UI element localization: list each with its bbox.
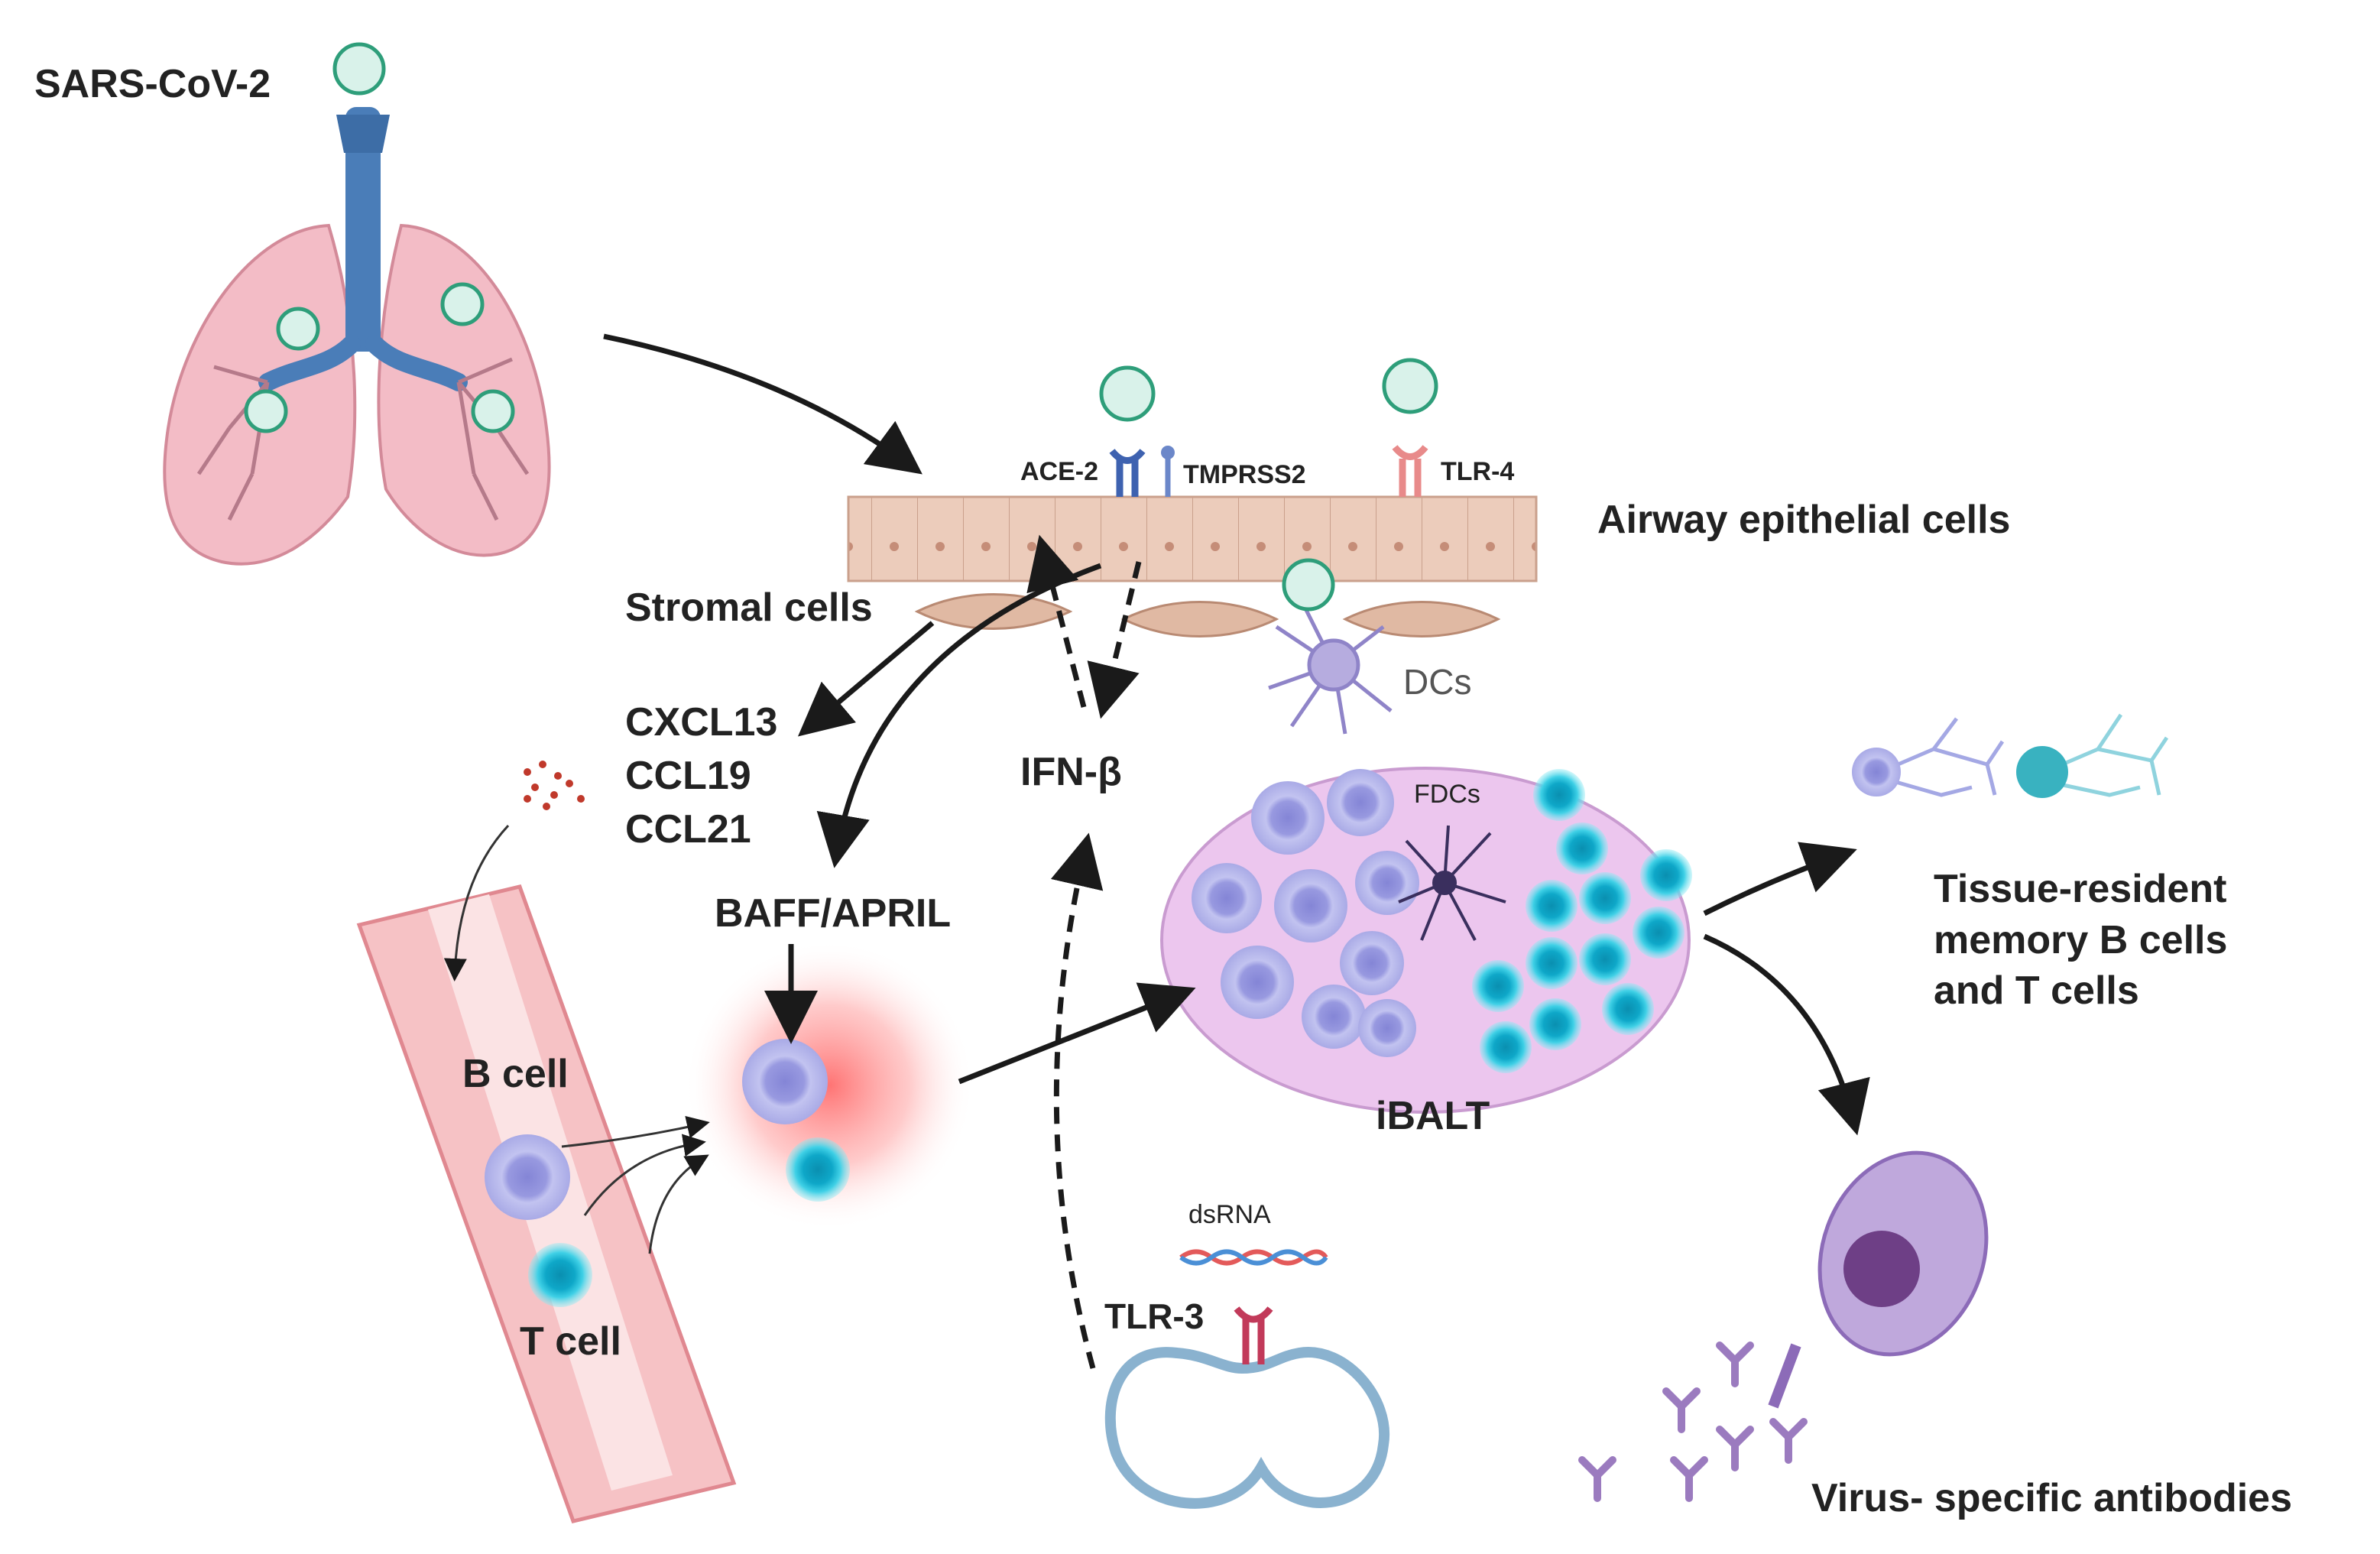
- stromal-cells: [914, 593, 1501, 637]
- b-cell-in-vessel: [485, 1134, 570, 1220]
- ace2-label: ACE-2: [1020, 457, 1099, 486]
- stromal-cell: [1342, 601, 1501, 637]
- chemokine-dots: [524, 761, 585, 810]
- arrow-tlr3-to-ifn: [1050, 832, 1104, 1369]
- memory-b-cell: [1852, 717, 2005, 797]
- arrow-tcell-migration-2: [648, 1154, 709, 1254]
- endosome: [1104, 1249, 1390, 1509]
- arrow-lung-to-epithelium: [603, 333, 922, 475]
- baff-april-label: BAFF/APRIL: [715, 891, 952, 936]
- ccl19-label: CCL19: [625, 754, 751, 798]
- arrow-ibalt-to-plasma: [1703, 933, 1870, 1136]
- virus-particles-lungs: [244, 42, 515, 433]
- t-cell-in-vessel: [528, 1243, 592, 1307]
- dsrna-strand: [1179, 1249, 1328, 1266]
- t-cell-label: T cell: [520, 1319, 621, 1364]
- airway-epithelium: [847, 358, 1538, 582]
- b-cell-label: B cell: [462, 1052, 569, 1096]
- thin-arrows: [443, 824, 710, 1254]
- virus-label: SARS-CoV-2: [34, 62, 271, 106]
- arrow-chemokine-to-vessel: [443, 824, 510, 981]
- arrows: [603, 333, 1870, 1369]
- baff-activation-site: [684, 940, 974, 1231]
- arrow-bcell-migration: [561, 1115, 710, 1148]
- memory-cells: [1852, 713, 2169, 798]
- virus-icon: [332, 42, 386, 96]
- stromal-label: Stromal cells: [625, 586, 873, 630]
- ccl21-label: CCL21: [625, 807, 751, 852]
- stromal-cell: [1120, 601, 1279, 637]
- arrow-epithelium-to-ifn: [1087, 561, 1142, 719]
- airway-label: Airway epithelial cells: [1597, 498, 2011, 542]
- ibalt-b-cells: [1192, 769, 1419, 1057]
- arrow-activation-to-ibalt: [958, 982, 1196, 1085]
- arrow-stromal-to-chemokines: [797, 621, 935, 737]
- tlr4-label: TLR-4: [1441, 457, 1515, 486]
- antibodies: [1578, 1342, 1808, 1502]
- ace2-receptor: [1109, 449, 1146, 497]
- antibodies-label: Virus- specific antibodies: [1811, 1476, 2293, 1520]
- b-cell-activated: [742, 1039, 828, 1124]
- tissue-resident-label: Tissue-resident memory B cells and T cel…: [1934, 867, 2228, 1014]
- virus-icon: [471, 389, 515, 433]
- endosome-membrane: [1104, 1347, 1390, 1509]
- virus-icon: [440, 282, 485, 326]
- ibalt-structure: [1160, 767, 1692, 1114]
- tmprss2-label: TMPRSS2: [1183, 460, 1306, 489]
- lungs-illustration: [163, 107, 551, 566]
- plasma-cell: [1768, 1150, 1989, 1409]
- arrow-tcell-migration-1: [583, 1134, 706, 1216]
- tlr3-label: TLR-3: [1104, 1296, 1205, 1336]
- virus-icon: [1382, 358, 1438, 414]
- t-cell-activated: [786, 1137, 850, 1202]
- fdcs-label: FDCs: [1414, 780, 1480, 809]
- follicular-dendritic-cell: [1398, 825, 1506, 941]
- dsrna-strand-2: [1179, 1249, 1328, 1266]
- stromal-cell: [914, 593, 1073, 630]
- dcs-label: DCs: [1403, 662, 1472, 702]
- blood-vessel: [356, 884, 737, 1523]
- ibalt-label: iBALT: [1376, 1094, 1490, 1138]
- ifnb-label: IFN-β: [1020, 750, 1122, 794]
- cxcl13-label: CXCL13: [625, 700, 778, 745]
- epithelial-cell-layer: [847, 495, 1538, 582]
- arrow-ibalt-to-memory: [1703, 842, 1857, 917]
- dendritic-cell: [1268, 558, 1393, 735]
- dsrna-label: dsRNA: [1188, 1200, 1271, 1229]
- virus-icon: [276, 307, 320, 351]
- trachea: [345, 107, 381, 352]
- bronchi: [258, 335, 468, 391]
- virus-icon: [1282, 558, 1335, 612]
- virus-icon: [1099, 365, 1156, 422]
- virus-icon: [244, 389, 288, 433]
- ibalt-t-cells: [1472, 769, 1692, 1073]
- tmprss2-head: [1161, 446, 1175, 459]
- memory-t-cell: [2016, 713, 2169, 798]
- larynx: [336, 115, 390, 153]
- tlr3-receptor: [1234, 1306, 1273, 1364]
- tlr4-receptor: [1392, 445, 1428, 497]
